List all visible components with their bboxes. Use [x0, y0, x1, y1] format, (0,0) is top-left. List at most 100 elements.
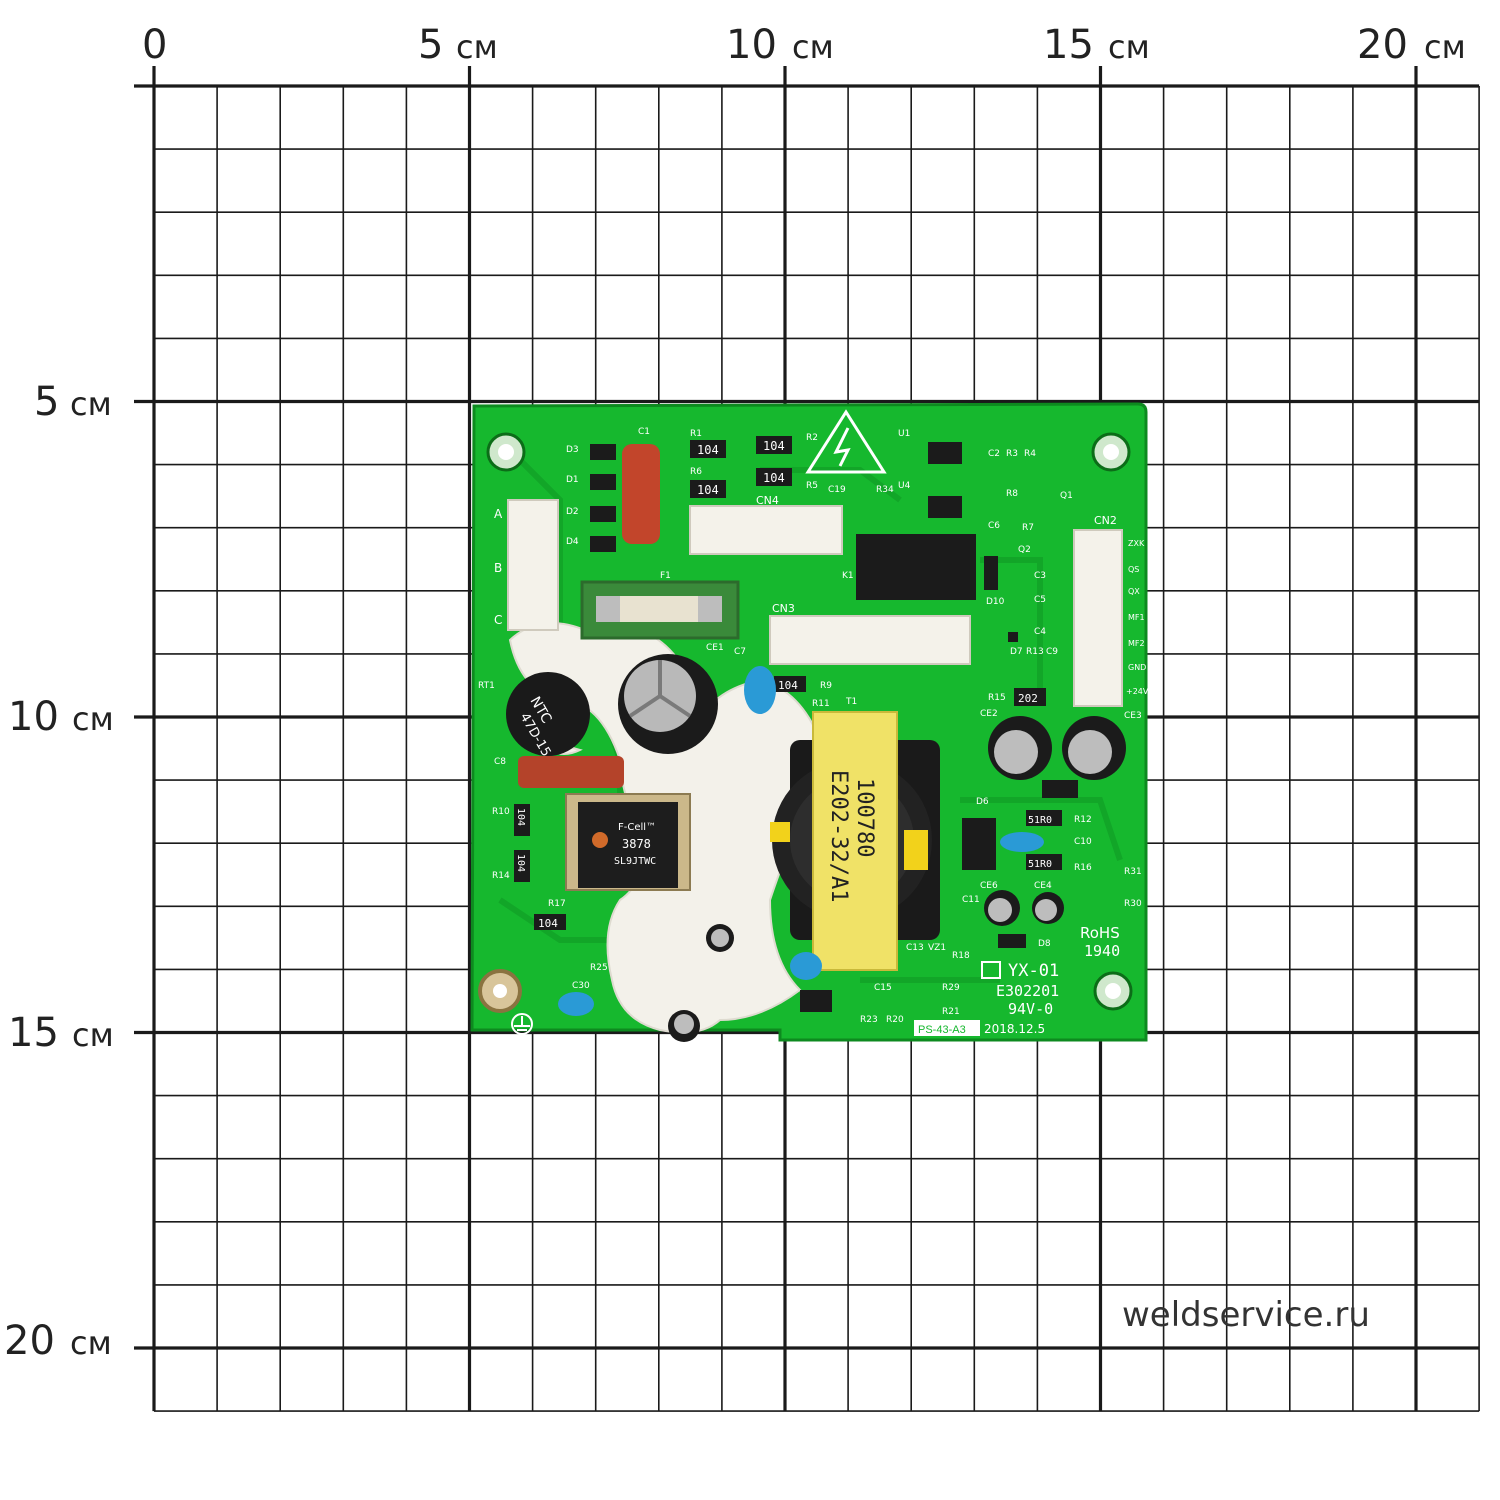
- ref-ce3: CE3: [1124, 711, 1142, 721]
- ref-c9: C9: [1046, 647, 1058, 657]
- cn2-pin-labels: ZXK QS QX MF1 MF2 GND +24V: [1126, 539, 1149, 696]
- ref-r6: R6: [690, 467, 702, 477]
- res-code-r16: 51R0: [1028, 859, 1052, 870]
- board-date: 2018.12.5: [984, 1022, 1045, 1036]
- res-code-r14: 104: [515, 854, 526, 872]
- ref-r17: R17: [548, 899, 566, 909]
- ref-r5: R5: [806, 481, 818, 491]
- ruler-y-unit-10: см: [72, 700, 114, 738]
- ruler-x-unit-15: см: [1108, 28, 1150, 66]
- res-code-r5: 104: [763, 471, 785, 485]
- connectors: CN4 CN3 CN2: [507, 494, 1123, 707]
- transformer-code-1: 100780: [852, 778, 877, 857]
- ref-r2: R2: [806, 433, 818, 443]
- ruler-y-label-15: 15: [8, 1010, 59, 1056]
- ref-r1: R1: [690, 429, 702, 439]
- ref-c7: C7: [734, 647, 746, 657]
- ref-f1: F1: [660, 571, 671, 581]
- board-rating: 94V-0: [1008, 1000, 1053, 1018]
- transformer-code-2: E202-32/A1: [826, 770, 851, 902]
- film-capacitors: [518, 444, 660, 788]
- ruler-x-label-10: 10: [726, 22, 777, 68]
- ruler-x-label-0: 0: [142, 22, 167, 68]
- ref-r11: R11: [812, 699, 830, 709]
- ground-symbol: [511, 1013, 533, 1035]
- main-capacitor: [618, 654, 718, 754]
- ref-c6: C6: [988, 521, 1000, 531]
- ruler-x-unit-20: см: [1424, 28, 1466, 66]
- board-model: YX-01: [1008, 961, 1059, 981]
- ref-ce2: CE2: [980, 709, 998, 719]
- ref-k1: K1: [842, 571, 854, 581]
- label-a: A: [494, 507, 503, 521]
- res-code-r1: 104: [697, 443, 719, 457]
- fuse: [580, 580, 740, 640]
- transformer-label: 100780 E202-32/A1: [812, 711, 898, 971]
- ref-r30: R30: [1124, 899, 1142, 909]
- ref-d2: D2: [566, 507, 579, 517]
- ref-c4: C4: [1034, 627, 1046, 637]
- ruler-y-unit-5: см: [70, 385, 112, 423]
- blue-capacitors: [558, 666, 1044, 1016]
- connector-abc-labels: A B C: [494, 507, 503, 627]
- mounting-holes: [478, 432, 1133, 1013]
- ref-d3: D3: [566, 445, 579, 455]
- ref-u4: U4: [898, 481, 911, 491]
- ref-r3: R3: [1006, 449, 1018, 459]
- ref-r23: R23: [860, 1015, 878, 1025]
- cn2-pin-6: +24V: [1126, 687, 1149, 696]
- cn2-pin-5: GND: [1128, 663, 1146, 672]
- ref-u1: U1: [898, 429, 910, 439]
- ref-c5: C5: [1034, 595, 1046, 605]
- cn2-pin-0: ZXK: [1128, 539, 1145, 548]
- ref-c2: C2: [988, 449, 1000, 459]
- ref-d6: D6: [976, 797, 989, 807]
- ref-r15: R15: [988, 693, 1006, 703]
- ref-ce1: CE1: [706, 643, 724, 653]
- ref-d1: D1: [566, 475, 579, 485]
- ref-d4: D4: [566, 537, 579, 547]
- ref-r31: R31: [1124, 867, 1142, 877]
- ref-r9: R9: [820, 681, 832, 691]
- ref-c11: C11: [962, 895, 980, 905]
- ruler-y-unit-20: см: [70, 1324, 112, 1362]
- board-markings: YX-01 E302201 94V-0 RoHS 1940 PS-43-A3 2…: [914, 924, 1120, 1036]
- ref-r34: R34: [876, 485, 894, 495]
- ruler-x-unit-10: см: [792, 28, 834, 66]
- label-c: C: [494, 613, 502, 627]
- pcb-board: F-Cell™ 3878 SL9JTWC 100780 E202-32/A1: [470, 402, 1149, 1042]
- ref-c8: C8: [494, 757, 506, 767]
- cn2-pin-2: QX: [1128, 587, 1140, 596]
- label-cn2: CN2: [1094, 514, 1117, 527]
- ref-q1: Q1: [1060, 491, 1073, 501]
- ref-d7: D7: [1010, 647, 1023, 657]
- watermark-text: weldservice.ru: [1122, 1295, 1370, 1335]
- high-voltage-warning: [805, 409, 887, 474]
- mosfet-heatsink: F-Cell™ 3878 SL9JTWC: [565, 793, 691, 891]
- ref-q2: Q2: [1018, 545, 1031, 555]
- label-b: B: [494, 561, 502, 575]
- smd-ics: [800, 442, 1078, 1012]
- ref-c13: C13: [906, 943, 924, 953]
- label-cn3: CN3: [772, 602, 795, 615]
- board-rohs-code: 1940: [1084, 942, 1120, 960]
- ref-r16: R16: [1074, 863, 1092, 873]
- ref-r25: R25: [590, 963, 608, 973]
- ref-r12: R12: [1074, 815, 1092, 825]
- res-code-r9: 104: [778, 679, 798, 692]
- ref-r10: R10: [492, 807, 510, 817]
- ref-vz1: VZ1: [928, 943, 946, 953]
- ruler-x-unit-5: см: [456, 28, 498, 66]
- res-code-r15: 202: [1018, 692, 1038, 705]
- ruler-x-labels: 0 5 см 10 см 15 см 20 см: [142, 22, 1466, 68]
- ref-rt1: RT1: [478, 681, 495, 691]
- mosfet-code-2: SL9JTWC: [614, 856, 656, 867]
- ref-r14: R14: [492, 871, 510, 881]
- mosfet-brand: F-Cell™: [618, 822, 656, 833]
- board-rohs: RoHS: [1080, 924, 1120, 942]
- ref-ce4: CE4: [1034, 881, 1052, 891]
- ref-r8: R8: [1006, 489, 1018, 499]
- ruler-x-label-20: 20: [1357, 22, 1408, 68]
- ref-r18: R18: [952, 951, 970, 961]
